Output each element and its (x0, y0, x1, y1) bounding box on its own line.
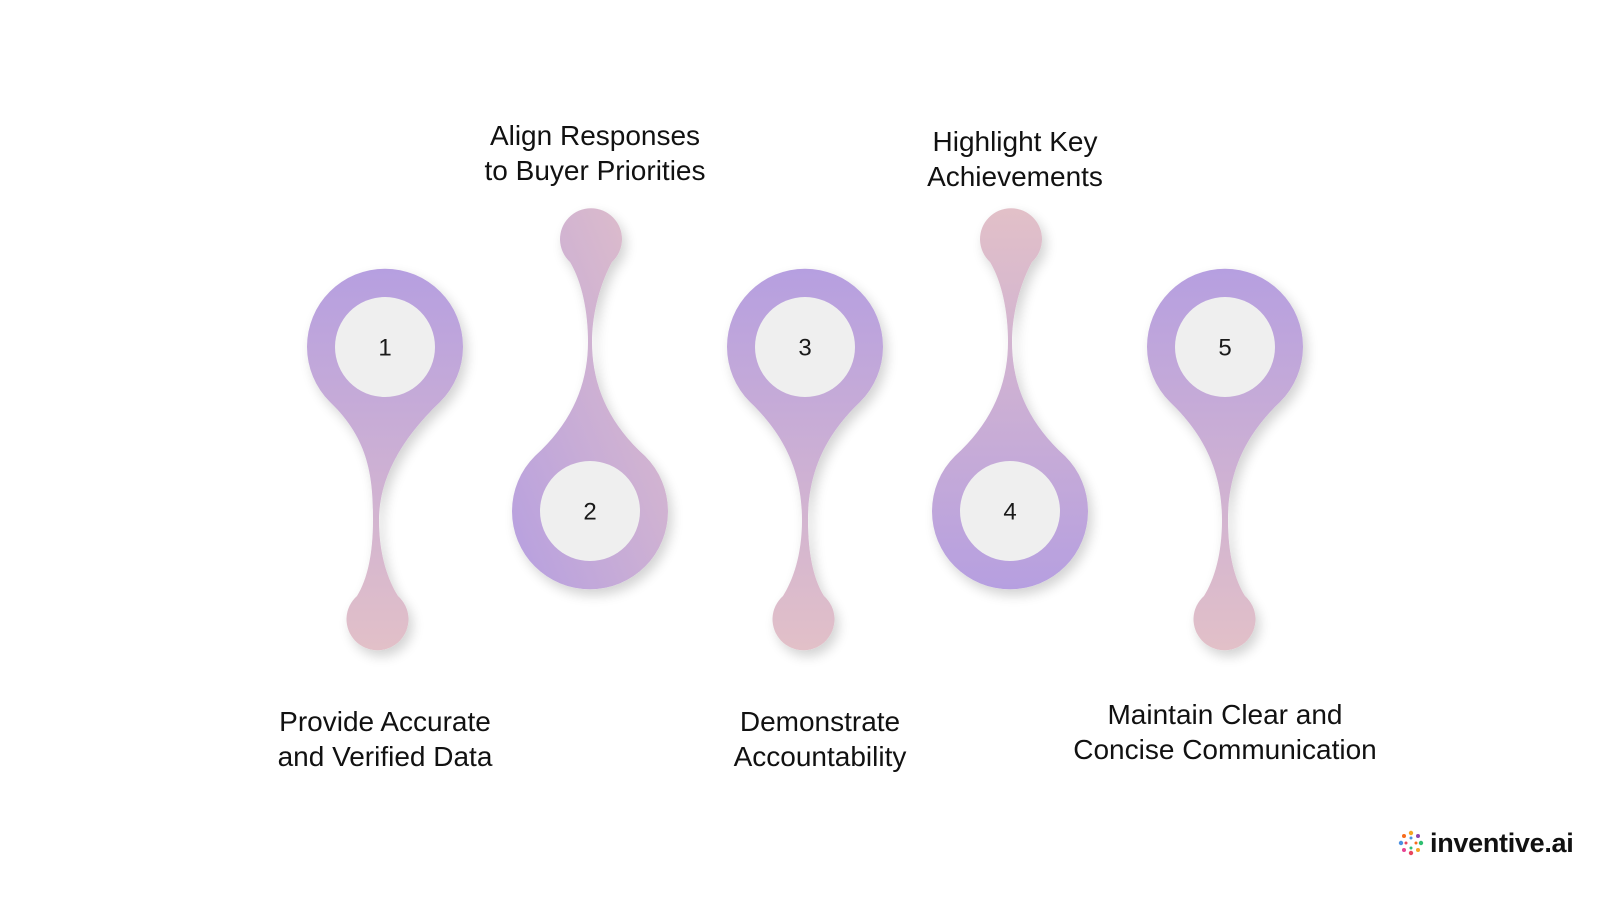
step-2-label-line-1: Align Responses (489, 120, 701, 151)
step-1-label-line-1: Provide Accurate (279, 706, 491, 737)
step-5-number: 5 (1218, 335, 1231, 362)
step-5-label: Maintain Clear and Concise Communication (1035, 697, 1415, 767)
step-4-label: Highlight Key Achievements (825, 124, 1205, 194)
step-1-pin: 1 (307, 268, 463, 651)
step-4-label-line-1: Highlight Key (932, 126, 1098, 157)
step-5-inner-circle (1175, 297, 1275, 397)
step-3-label-line-1: Demonstrate (739, 706, 901, 737)
step-4-label-line-2: Achievements (927, 161, 1103, 192)
step-3-inner-circle (755, 297, 855, 397)
step-4-number: 4 (1003, 499, 1016, 526)
step-1-inner-circle (335, 297, 435, 397)
step-3-number: 3 (798, 335, 811, 362)
step-2-label-line-2: to Buyer Priorities (484, 155, 706, 186)
brand-name: inventive.ai (1430, 827, 1574, 858)
step-3-label-line-2: Accountability (733, 741, 907, 772)
step-3-label: Demonstrate Accountability (630, 704, 1010, 774)
step-4-pin: 4 (932, 208, 1089, 590)
step-2-label: Align Responses to Buyer Priorities (405, 118, 785, 188)
step-2-pin: 2 (512, 208, 669, 590)
step-1-number: 1 (378, 335, 391, 362)
step-1-label-line-2: and Verified Data (277, 741, 493, 772)
brand-logo: inventive.ai (1398, 826, 1574, 860)
step-5-pin: 5 (1147, 268, 1303, 651)
step-4-inner-circle (960, 461, 1060, 561)
step-5-label-line-2: Concise Communication (1073, 734, 1377, 765)
step-5-label-line-1: Maintain Clear and (1107, 699, 1343, 730)
step-2-inner-circle (540, 461, 640, 561)
step-1-label: Provide Accurate and Verified Data (195, 704, 575, 774)
step-3-pin: 3 (727, 268, 883, 651)
step-2-number: 2 (583, 499, 596, 526)
sparkle-dots-icon (1398, 830, 1424, 856)
